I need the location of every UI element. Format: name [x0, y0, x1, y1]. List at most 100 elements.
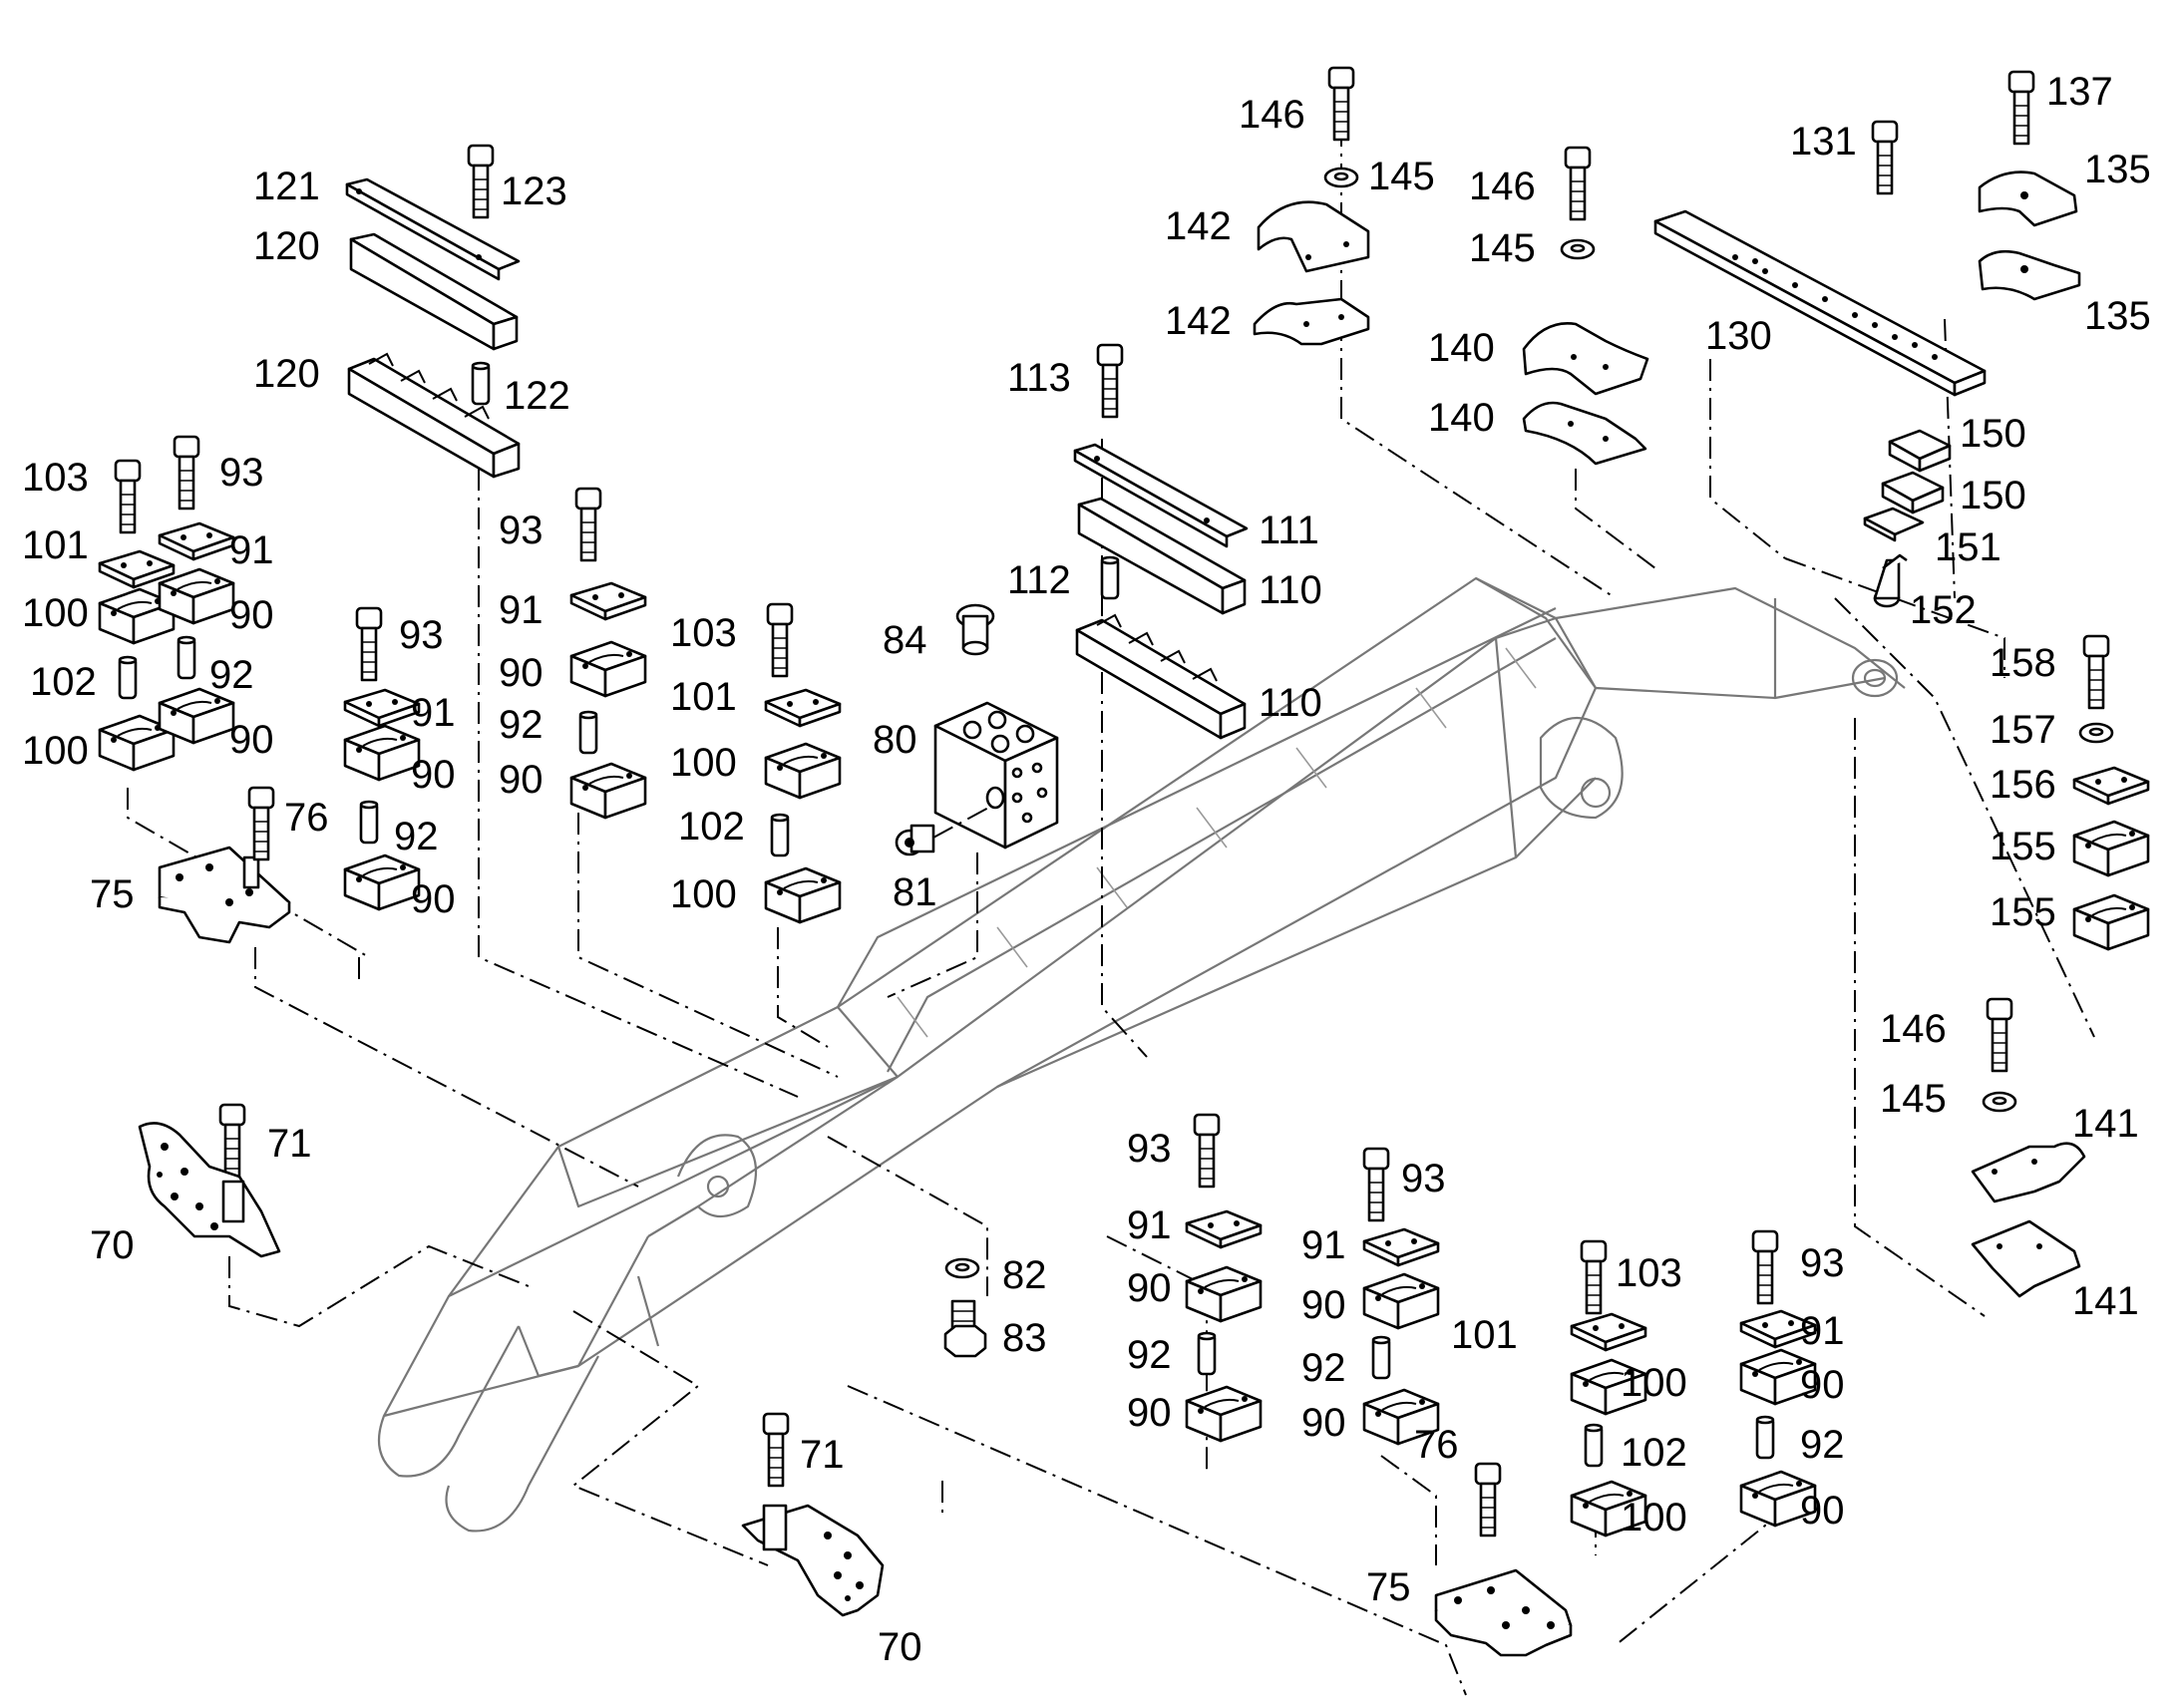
callout-83: 83 — [1002, 1316, 1047, 1360]
bolt-131 — [1871, 120, 1899, 195]
plate-91-lower-a — [1185, 1209, 1263, 1249]
bolt-146-a — [1327, 66, 1355, 142]
callout-93-lower-a: 93 — [1127, 1127, 1172, 1171]
spacer-102-center — [770, 813, 790, 857]
callout-141-upper: 141 — [2072, 1102, 2139, 1146]
callout-81: 81 — [893, 870, 937, 914]
callout-123: 123 — [501, 170, 567, 213]
callout-122: 122 — [504, 374, 570, 418]
washer-82 — [944, 1257, 980, 1279]
washer-157 — [2078, 722, 2114, 744]
callout-103-left: 103 — [22, 456, 89, 500]
callouts: 121 123 120 120 122 103 93 101 91 100 90… — [22, 70, 2151, 1669]
callout-102-left: 102 — [30, 660, 97, 704]
callout-120-upper: 120 — [253, 224, 320, 268]
clamp-135-lower — [1978, 249, 2081, 301]
callout-102-lower: 102 — [1621, 1431, 1687, 1475]
callout-156: 156 — [1990, 763, 2056, 807]
callout-93-lower-c: 93 — [1800, 1241, 1845, 1285]
clamp-155-upper — [2072, 820, 2150, 877]
callout-100-center-upper: 100 — [670, 741, 737, 785]
clamp-half-upper-110 — [1077, 497, 1247, 615]
bolt-152 — [1873, 553, 1908, 608]
saddle-clamp-142-upper — [1257, 200, 1370, 273]
plate-101-center — [764, 688, 842, 728]
plate-101-lower — [1570, 1312, 1647, 1352]
saddle-clamp-142-lower — [1253, 297, 1370, 346]
bolt-113 — [1096, 343, 1124, 419]
callout-91-lower-c: 91 — [1800, 1309, 1845, 1353]
callout-90-lower-b-upper: 90 — [1301, 1283, 1346, 1327]
spacer-92-lower-a — [1197, 1331, 1217, 1376]
washer-145-c — [1982, 1091, 2017, 1113]
bolt-71-lower — [762, 1412, 790, 1488]
saddle-clamp-141-upper — [1971, 1142, 2086, 1203]
callout-71-lower: 71 — [800, 1433, 845, 1477]
callout-102-center: 102 — [678, 805, 745, 849]
valve-block-80 — [933, 701, 1059, 850]
callout-76-left: 76 — [284, 796, 329, 840]
bolt-93-lower-c — [1751, 1229, 1779, 1305]
callout-131: 131 — [1790, 120, 1857, 164]
callout-140-upper: 140 — [1428, 326, 1495, 370]
bolt-103-left — [114, 459, 142, 534]
callout-92-lower-a: 92 — [1127, 1333, 1172, 1377]
callout-82: 82 — [1002, 1253, 1047, 1297]
bolt-93-lower-b — [1362, 1147, 1390, 1222]
callout-91-left: 91 — [229, 528, 274, 572]
spacer-112 — [1100, 555, 1120, 600]
callout-141-lower: 141 — [2072, 1279, 2139, 1323]
callout-75-lower: 75 — [1366, 1565, 1411, 1609]
bolt-93-center — [574, 487, 602, 562]
callout-111: 111 — [1259, 509, 1319, 552]
callout-137: 137 — [2046, 70, 2113, 114]
callout-145-a: 145 — [1368, 155, 1435, 198]
callout-90-mid-lower: 90 — [411, 877, 456, 921]
callout-101-lower: 101 — [1451, 1313, 1518, 1357]
clamp-block-150-upper — [1888, 429, 1952, 473]
clamp-90-left-upper — [158, 567, 235, 625]
callout-90-lower-c-upper: 90 — [1800, 1363, 1845, 1407]
callout-101-center: 101 — [670, 675, 737, 719]
callout-90-left-lower: 90 — [229, 718, 274, 762]
callout-158: 158 — [1990, 641, 2056, 685]
bracket-75-lower — [1434, 1568, 1573, 1657]
plate-91-lower-b — [1362, 1227, 1440, 1267]
bolt-93-lower-a — [1193, 1113, 1221, 1189]
callout-151: 151 — [1935, 525, 2001, 569]
clamp-90-left-lower — [158, 687, 235, 745]
callout-90-center-upper: 90 — [499, 651, 544, 695]
callout-92-lower-b: 92 — [1301, 1346, 1346, 1390]
callout-90-lower-a-lower: 90 — [1127, 1391, 1172, 1435]
clamp-90-lower-b-upper — [1362, 1272, 1440, 1330]
callout-75-left: 75 — [90, 872, 135, 916]
clamp-90-lower-a-lower — [1185, 1385, 1263, 1443]
callout-100-left-lower: 100 — [22, 729, 89, 773]
bolt-146-c — [1986, 997, 2013, 1073]
washer-145-a — [1323, 167, 1359, 188]
callout-103-lower: 103 — [1616, 1251, 1682, 1295]
clamp-90-mid-lower — [343, 854, 421, 911]
callout-135-upper: 135 — [2084, 148, 2151, 191]
bolt-93-mid — [355, 606, 383, 682]
callout-91-lower-a: 91 — [1127, 1203, 1172, 1247]
spacer-102-lower — [1584, 1423, 1604, 1468]
callout-70-left: 70 — [90, 1223, 135, 1267]
spacer-92-lower-b — [1371, 1335, 1391, 1380]
clamp-90-mid-upper — [343, 724, 421, 782]
spacer-92-lower-c — [1755, 1415, 1775, 1460]
clamp-100-center-upper — [764, 742, 842, 800]
clamp-100-center-lower — [764, 866, 842, 924]
callout-142-upper: 142 — [1165, 204, 1232, 248]
callout-80: 80 — [873, 718, 917, 762]
callout-100-left-upper: 100 — [22, 591, 89, 635]
callout-120-lower: 120 — [253, 352, 320, 396]
bracket-70-lower — [741, 1504, 885, 1617]
bolt-123 — [467, 144, 495, 219]
callout-91-center: 91 — [499, 588, 544, 632]
clamp-90-lower-a-upper — [1185, 1265, 1263, 1323]
callout-92-center: 92 — [499, 703, 544, 747]
callout-145-c: 145 — [1880, 1077, 1947, 1121]
bolt-76-left — [247, 786, 275, 861]
